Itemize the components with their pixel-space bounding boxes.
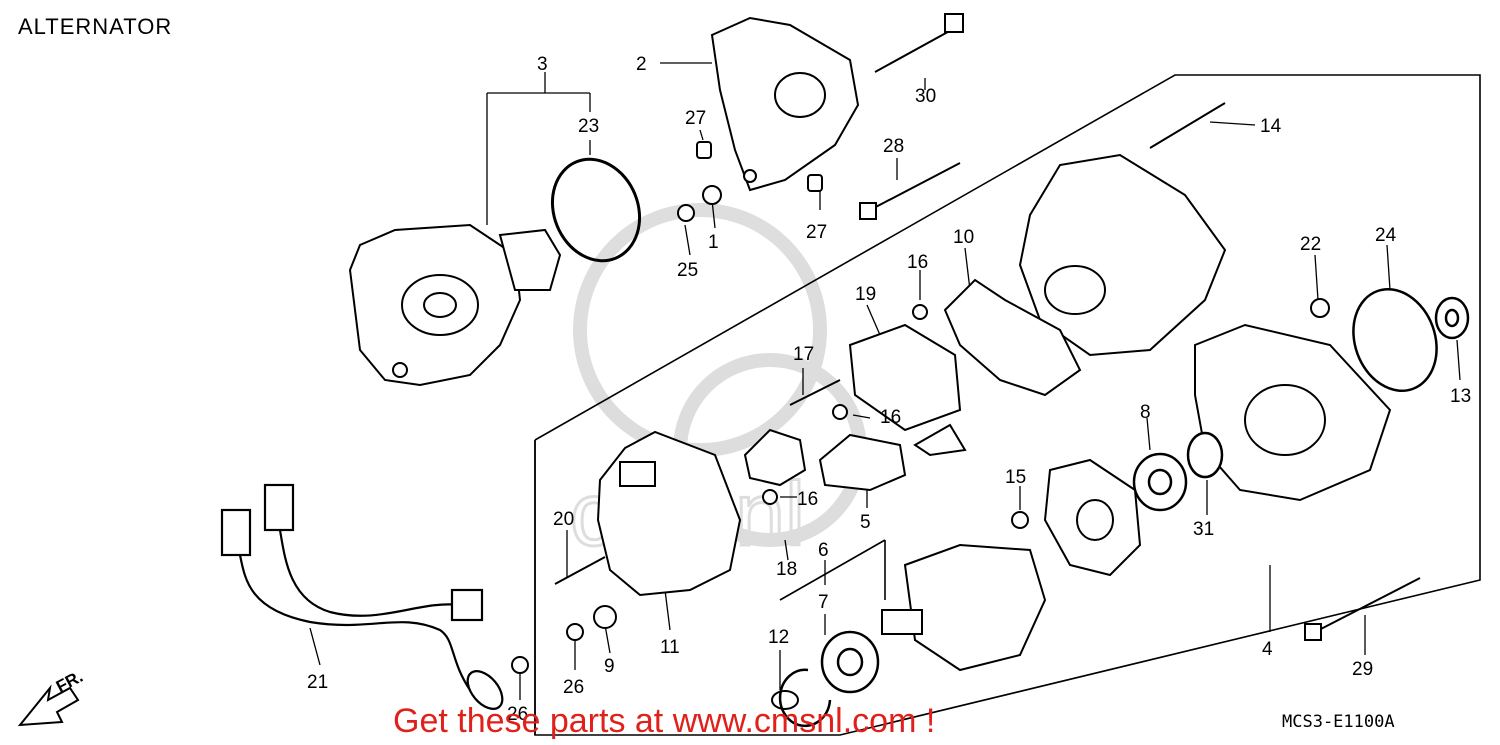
callout-31: 31 (1193, 519, 1214, 540)
callout-21: 21 (307, 672, 328, 693)
seals-bearings (778, 288, 1470, 728)
callout-8: 8 (1140, 402, 1151, 423)
callout-15: 15 (1005, 467, 1026, 488)
bolts (554, 13, 1421, 641)
callout-12: 12 (768, 627, 789, 648)
callout-24: 24 (1375, 225, 1397, 246)
rectifier (943, 278, 1082, 397)
callout-19: 19 (855, 284, 876, 305)
callout-7: 7 (818, 592, 829, 613)
callout-23: 23 (578, 116, 599, 137)
callout-16b: 16 (880, 407, 901, 428)
callout-18: 18 (776, 559, 797, 580)
callout-27a: 27 (685, 108, 706, 129)
diagram-code: MCS3-E1100A (1282, 712, 1395, 732)
callout-3: 3 (537, 54, 548, 75)
callout-10: 10 (953, 227, 974, 248)
o-ring-23 (550, 157, 642, 263)
callout-17: 17 (793, 344, 814, 365)
callout-16a: 16 (907, 252, 928, 273)
callout-11: 11 (660, 637, 680, 658)
small-parts (511, 141, 1330, 710)
exploded-frame-lines (534, 74, 1481, 736)
callout-20: 20 (553, 509, 574, 530)
callout-29: 29 (1352, 659, 1373, 680)
callout-30: 30 (915, 86, 936, 107)
regulator (848, 323, 967, 457)
callout-27b: 27 (806, 222, 827, 243)
cta-link[interactable]: Get these parts at www.cmsnl.com ! (393, 702, 936, 740)
wire-harness (220, 483, 504, 710)
callout-26b: 26 (507, 704, 528, 725)
back-plate (1043, 458, 1142, 577)
callout-25: 25 (677, 260, 698, 281)
callout-6: 6 (818, 540, 829, 561)
callout-labels: 1 2 3 4 5 6 7 8 9 10 11 12 13 14 15 16 1… (307, 54, 1471, 725)
callout-13: 13 (1450, 386, 1471, 407)
callout-26a: 26 (563, 677, 584, 698)
callout-14: 14 (1260, 116, 1282, 137)
callout-16c: 16 (797, 489, 818, 510)
callout-5: 5 (860, 512, 871, 533)
callout-1: 1 (708, 232, 719, 253)
bracket (710, 16, 860, 192)
callout-9: 9 (604, 656, 615, 677)
diagram-title: ALTERNATOR (18, 14, 173, 39)
stator-frame (1018, 153, 1227, 357)
end-cover (1194, 323, 1392, 502)
starter-clutch-housing (348, 223, 562, 387)
callout-2: 2 (636, 54, 647, 75)
callout-22: 22 (1300, 234, 1321, 255)
front-direction-arrow (17, 684, 80, 727)
rotor (881, 543, 1047, 672)
callout-4: 4 (1262, 639, 1273, 660)
rectifier-cover (596, 430, 742, 597)
callout-28: 28 (883, 136, 904, 157)
brush-holder (743, 428, 907, 492)
